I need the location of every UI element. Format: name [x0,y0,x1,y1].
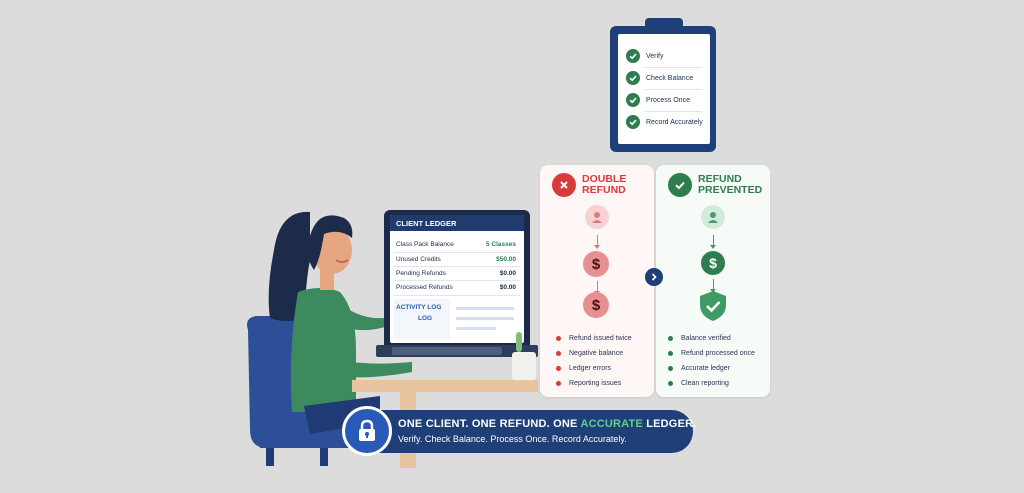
clipboard-clip [645,18,683,32]
down-arrow-icon [594,281,600,295]
refund-prevented-title: REFUND PREVENTED [698,173,763,196]
down-arrow-icon [710,235,716,249]
checklist-label: Verify [646,52,664,60]
double-refund-panel: DOUBLE REFUND $ $ Refund issued twice Ne… [540,165,654,397]
list-item: Balance verified [668,331,755,346]
checklist-label: Record Accurately [646,118,703,126]
activity-log-panel[interactable]: ACTIVITY LOG LOG [394,299,450,339]
ledger-row: Pending Refunds$0.00 [396,270,516,277]
shield-check-icon [700,291,726,321]
list-item: Clean reporting [668,376,755,391]
list-item: Negative balance [556,346,632,361]
slogan-banner: ONE CLIENT. ONE REFUND. ONE ACCURATE LED… [350,410,696,453]
log-line [456,327,496,330]
checklist-item: Check Balance [626,70,693,86]
refund-prevented-list: Balance verified Refund processed once A… [668,331,755,391]
down-arrow-icon [710,279,716,293]
banner-subline: Verify. Check Balance. Process Once. Rec… [398,434,627,444]
checklist-item: Verify [626,48,664,64]
check-circle-icon [626,49,640,63]
checklist-label: Check Balance [646,74,694,82]
list-item: Refund issued twice [556,331,632,346]
list-item: Refund processed once [668,346,755,361]
ledger-row: Processed Refunds$0.00 [396,284,516,291]
activity-log-label: ACTIVITY LOG [396,304,442,311]
refund-prevented-panel: REFUND PREVENTED $ Balance verified Refu… [656,165,770,397]
lock-icon [342,406,392,456]
checklist: Verify Check Balance Process Once Record… [618,34,710,144]
check-circle-icon [626,115,640,129]
double-refund-title: DOUBLE REFUND [582,173,627,196]
list-item: Reporting issues [556,376,632,391]
check-circle-icon [668,173,692,197]
desk [352,380,538,392]
checklist-item: Record Accurately [626,114,703,130]
x-circle-icon [552,173,576,197]
list-item: Accurate ledger [668,361,755,376]
keyboard [392,347,502,355]
check-circle-icon [626,93,640,107]
double-refund-list: Refund issued twice Negative balance Led… [556,331,632,391]
mug [512,352,536,380]
dollar-icon: $ [701,251,725,275]
log-line [456,307,514,310]
check-circle-icon [626,71,640,85]
log-label: LOG [418,315,433,322]
checklist-item: Process Once [626,92,690,108]
person-icon [701,205,725,229]
dollar-icon: $ [583,292,609,318]
list-item: Ledger errors [556,361,632,376]
checklist-label: Process Once [646,96,690,104]
banner-headline: ONE CLIENT. ONE REFUND. ONE ACCURATE LED… [398,418,697,430]
chevron-right-icon [645,268,663,286]
ledger-title: CLIENT LEDGER [390,215,524,231]
down-arrow-icon [594,235,600,249]
plant [516,332,522,352]
ledger-row: Unused Credits$50.00 [396,256,516,263]
dollar-icon: $ [583,251,609,277]
person-icon [585,205,609,229]
log-line [456,317,514,320]
